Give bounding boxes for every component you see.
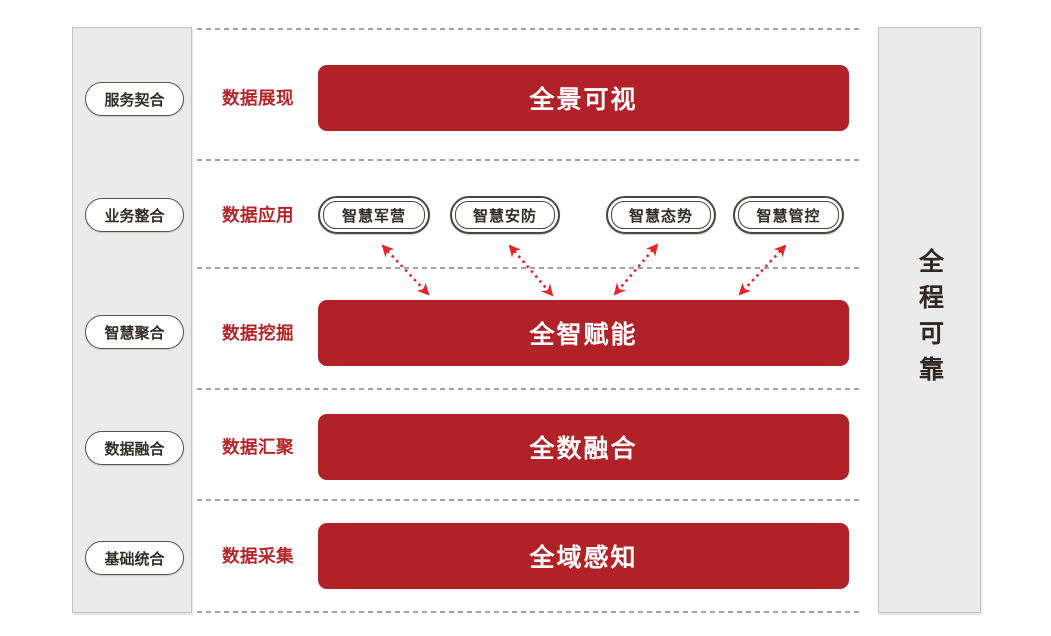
right-reliability-panel: 全程可靠: [878, 27, 981, 613]
bidirectional-arrow: [508, 244, 554, 297]
dotted-separator: [197, 159, 863, 161]
app-pill-label: 智慧管控: [738, 201, 839, 229]
app-pill-smart-control: 智慧管控: [733, 196, 844, 234]
dotted-separator: [197, 388, 863, 390]
layer-bar-data-fusion: 全数融合: [318, 414, 849, 480]
app-pill-label: 智慧军营: [323, 201, 425, 229]
category-pill-service-fit: 服务契合: [85, 82, 184, 116]
row-label-data-mining: 数据挖掘: [222, 323, 294, 343]
dotted-separator: [197, 499, 863, 501]
category-pill-label: 服务契合: [104, 91, 165, 109]
bidirectional-arrow: [738, 244, 787, 296]
bidirectional-arrow: [381, 244, 430, 296]
layer-bar-ai-empowerment: 全智赋能: [318, 300, 849, 366]
row-label-data-collection: 数据采集: [222, 546, 294, 566]
row-label-data-app: 数据应用: [222, 205, 294, 225]
category-pill-business: 业务整合: [85, 198, 184, 232]
row-label-data-gathering: 数据汇聚: [222, 437, 294, 457]
layer-bar-domain-sensing: 全域感知: [318, 523, 849, 589]
category-pill-label: 数据融合: [104, 440, 165, 458]
left-category-panel: 服务契合 业务整合 智慧聚合 数据融合 基础统合: [72, 27, 192, 613]
category-pill-label: 业务整合: [104, 207, 165, 225]
dotted-separator: [197, 611, 863, 613]
app-pill-smart-security: 智慧安防: [450, 196, 560, 234]
dotted-separator: [197, 28, 863, 30]
bidirectional-arrow: [613, 243, 659, 296]
app-pill-smart-barracks: 智慧军营: [318, 196, 430, 234]
dotted-separator: [197, 267, 863, 269]
category-pill-data-fusion: 数据融合: [85, 431, 184, 465]
app-pill-label: 智慧安防: [455, 201, 555, 229]
category-pill-label: 基础统合: [104, 550, 165, 568]
reliability-label: 全程可靠: [915, 248, 944, 392]
layer-bar-panorama-visual: 全景可视: [318, 65, 849, 131]
category-pill-wisdom: 智慧聚合: [85, 315, 184, 349]
app-pill-smart-situation: 智慧态势: [606, 196, 716, 234]
app-pill-label: 智慧态势: [611, 201, 711, 229]
category-pill-foundation: 基础统合: [85, 541, 184, 575]
row-label-data-display: 数据展现: [222, 88, 294, 108]
category-pill-label: 智慧聚合: [104, 324, 165, 342]
